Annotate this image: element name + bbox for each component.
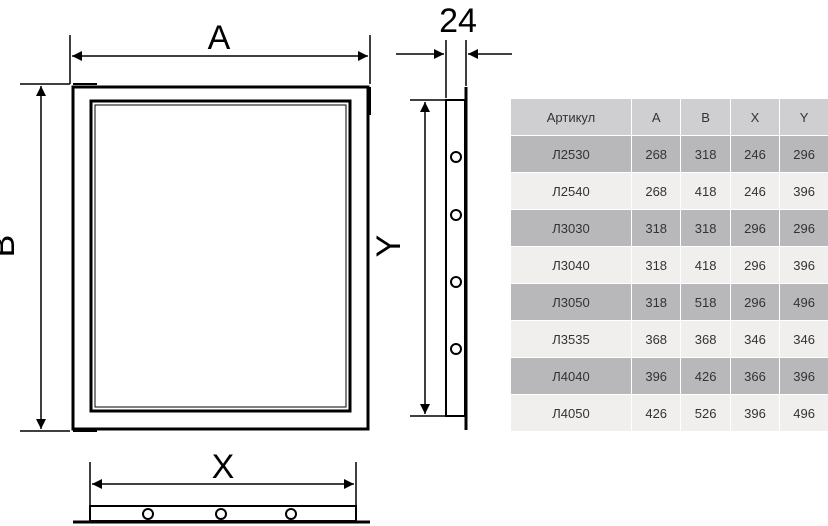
- dimension-a-label: A: [208, 19, 231, 57]
- bottom-latch-2: [215, 508, 227, 520]
- cell-x: 296: [730, 246, 781, 284]
- cell-article: Л2530: [511, 135, 632, 173]
- table-row: Л4040 396 426 366 396: [511, 357, 828, 395]
- side-latch-1: [450, 151, 462, 163]
- front-view: [71, 83, 371, 432]
- cell-y: 396: [779, 246, 828, 284]
- bottom-latch-1: [142, 508, 154, 520]
- cell-article: Л4050: [511, 394, 632, 432]
- bottom-latch-3: [285, 508, 297, 520]
- cell-a: 426: [631, 394, 682, 432]
- cell-a: 268: [631, 172, 682, 210]
- table-header-row: Артикул A B X Y: [511, 99, 828, 136]
- header-article: Артикул: [511, 99, 632, 136]
- cell-y: 396: [779, 357, 828, 395]
- table-row: Л2530 268 318 246 296: [511, 135, 828, 173]
- side-latch-3: [450, 276, 462, 288]
- dimension-depth-label: 24: [439, 2, 477, 40]
- cell-b: 368: [680, 320, 731, 358]
- header-a: A: [631, 99, 682, 136]
- cell-x: 296: [730, 283, 781, 321]
- table-row: Л3030 318 318 296 296: [511, 209, 828, 247]
- table-row: Л4050 426 526 396 496: [511, 394, 828, 432]
- cell-a: 396: [631, 357, 682, 395]
- bottom-view: [73, 505, 370, 524]
- dimension-b-label: B: [0, 235, 22, 258]
- cell-article: Л3040: [511, 246, 632, 284]
- cell-b: 526: [680, 394, 731, 432]
- cell-a: 318: [631, 283, 682, 321]
- cell-y: 496: [779, 394, 828, 432]
- table-row: Л2540 268 418 246 396: [511, 172, 828, 210]
- cell-x: 246: [730, 172, 781, 210]
- cell-a: 318: [631, 246, 682, 284]
- cell-y: 296: [779, 135, 828, 173]
- cell-x: 396: [730, 394, 781, 432]
- cell-b: 426: [680, 357, 731, 395]
- front-panel-inner-edge: [94, 104, 347, 408]
- side-view: [445, 87, 468, 430]
- cell-b: 318: [680, 209, 731, 247]
- cell-y: 346: [779, 320, 828, 358]
- cell-b: 418: [680, 246, 731, 284]
- dimension-b: B: [0, 83, 70, 432]
- cell-y: 496: [779, 283, 828, 321]
- front-inner-panel: [89, 99, 352, 413]
- side-profile-body: [445, 99, 466, 417]
- header-x: X: [730, 99, 781, 136]
- cell-article: Л2540: [511, 172, 632, 210]
- dimension-x-label: X: [212, 448, 235, 486]
- cell-x: 366: [730, 357, 781, 395]
- cell-article: Л3535: [511, 320, 632, 358]
- cell-article: Л3050: [511, 283, 632, 321]
- cell-b: 418: [680, 172, 731, 210]
- dimension-x: X: [89, 448, 357, 505]
- cell-article: Л3030: [511, 209, 632, 247]
- cell-y: 396: [779, 172, 828, 210]
- cell-x: 296: [730, 209, 781, 247]
- cell-x: 346: [730, 320, 781, 358]
- dimension-a: A: [69, 19, 371, 84]
- table-row: Л3535 368 368 346 346: [511, 320, 828, 358]
- side-latch-4: [450, 343, 462, 355]
- side-latch-2: [450, 209, 462, 221]
- cell-b: 518: [680, 283, 731, 321]
- dimension-depth: 24: [396, 2, 512, 98]
- cell-x: 246: [730, 135, 781, 173]
- header-b: B: [680, 99, 731, 136]
- cell-y: 296: [779, 209, 828, 247]
- cell-a: 268: [631, 135, 682, 173]
- dimension-y: Y: [370, 99, 446, 417]
- cell-a: 368: [631, 320, 682, 358]
- cell-b: 318: [680, 135, 731, 173]
- table-row: Л3040 318 418 296 396: [511, 246, 828, 284]
- size-table: Артикул A B X Y Л2530 268 318 246 296 Л2…: [511, 99, 828, 432]
- header-y: Y: [779, 99, 828, 136]
- dimension-y-label: Y: [370, 235, 408, 258]
- cell-a: 318: [631, 209, 682, 247]
- cell-article: Л4040: [511, 357, 632, 395]
- table-row: Л3050 318 518 296 496: [511, 283, 828, 321]
